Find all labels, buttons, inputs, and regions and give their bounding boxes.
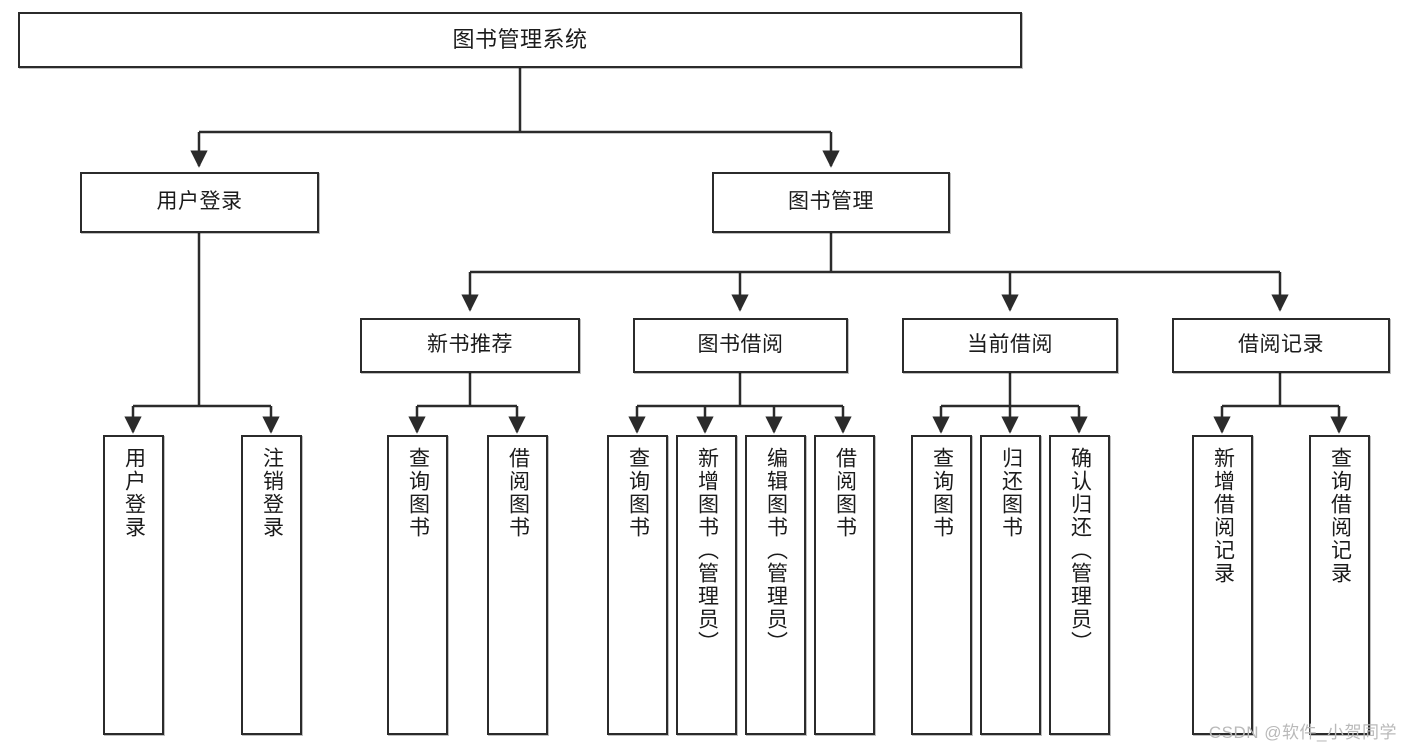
node-borrow-records[interactable]: 借阅记录 <box>1172 318 1390 373</box>
leaf-user-login-logout-label: 注销登录 <box>260 447 284 539</box>
leaf-current-borrow-query-label: 查询图书 <box>930 447 954 539</box>
node-borrow-records-label: 借阅记录 <box>1238 333 1324 357</box>
leaf-borrow-record-query-label: 查询借阅记录 <box>1328 447 1352 585</box>
node-root-label: 图书管理系统 <box>452 27 588 53</box>
node-user-login[interactable]: 用户登录 <box>80 172 319 233</box>
leaf-current-borrow-return[interactable]: 归还图书 <box>980 435 1041 735</box>
node-book-borrow-label: 图书借阅 <box>697 333 784 357</box>
leaf-book-borrow-query[interactable]: 查询图书 <box>607 435 668 735</box>
leaf-current-borrow-confirm-return-label: 确认归还（管理员） <box>1068 447 1092 654</box>
leaf-current-borrow-confirm-return[interactable]: 确认归还（管理员） <box>1049 435 1110 735</box>
leaf-book-borrow-add-label: 新增图书（管理员） <box>695 447 719 654</box>
node-current-borrow-label: 当前借阅 <box>967 333 1053 357</box>
leaf-borrow-record-add-label: 新增借阅记录 <box>1211 447 1235 585</box>
leaf-book-borrow-borrow[interactable]: 借阅图书 <box>814 435 875 735</box>
node-new-book-recommend-label: 新书推荐 <box>427 333 513 357</box>
node-book-management-label: 图书管理 <box>788 190 874 214</box>
leaf-book-borrow-add[interactable]: 新增图书（管理员） <box>676 435 737 735</box>
node-current-borrow[interactable]: 当前借阅 <box>902 318 1118 373</box>
leaf-new-book-query[interactable]: 查询图书 <box>387 435 448 735</box>
leaf-borrow-record-add[interactable]: 新增借阅记录 <box>1192 435 1253 735</box>
leaf-book-borrow-edit-label: 编辑图书（管理员） <box>764 447 788 654</box>
node-book-borrow[interactable]: 图书借阅 <box>633 318 848 373</box>
node-new-book-recommend[interactable]: 新书推荐 <box>360 318 580 373</box>
leaf-current-borrow-query[interactable]: 查询图书 <box>911 435 972 735</box>
leaf-borrow-record-query[interactable]: 查询借阅记录 <box>1309 435 1370 735</box>
csdn-watermark: CSDN @软件_小贺同学 <box>1208 723 1397 742</box>
leaf-new-book-borrow-label: 借阅图书 <box>506 447 530 539</box>
leaf-user-login-logout[interactable]: 注销登录 <box>241 435 302 735</box>
leaf-user-login-login[interactable]: 用户登录 <box>103 435 164 735</box>
leaf-book-borrow-edit[interactable]: 编辑图书（管理员） <box>745 435 806 735</box>
leaf-user-login-login-label: 用户登录 <box>122 447 146 539</box>
leaf-current-borrow-return-label: 归还图书 <box>999 447 1023 539</box>
leaf-new-book-query-label: 查询图书 <box>406 447 430 539</box>
leaf-new-book-borrow[interactable]: 借阅图书 <box>487 435 548 735</box>
node-user-login-label: 用户登录 <box>156 190 243 214</box>
leaf-book-borrow-query-label: 查询图书 <box>626 447 650 539</box>
node-book-management[interactable]: 图书管理 <box>712 172 950 233</box>
node-root[interactable]: 图书管理系统 <box>18 12 1022 68</box>
leaf-book-borrow-borrow-label: 借阅图书 <box>833 447 857 539</box>
